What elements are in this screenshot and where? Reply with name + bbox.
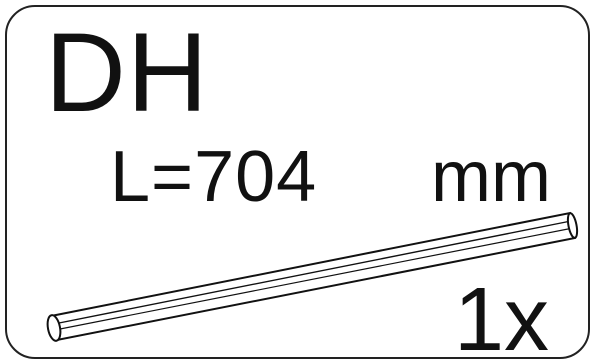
rod-icon bbox=[46, 211, 579, 342]
quantity-label: 1x bbox=[454, 270, 550, 359]
part-code: DH bbox=[45, 10, 209, 135]
length-unit: mm bbox=[431, 137, 551, 217]
part-panel: DH L=704 mm 1x bbox=[5, 5, 590, 359]
part-length: L=704 bbox=[110, 137, 318, 217]
